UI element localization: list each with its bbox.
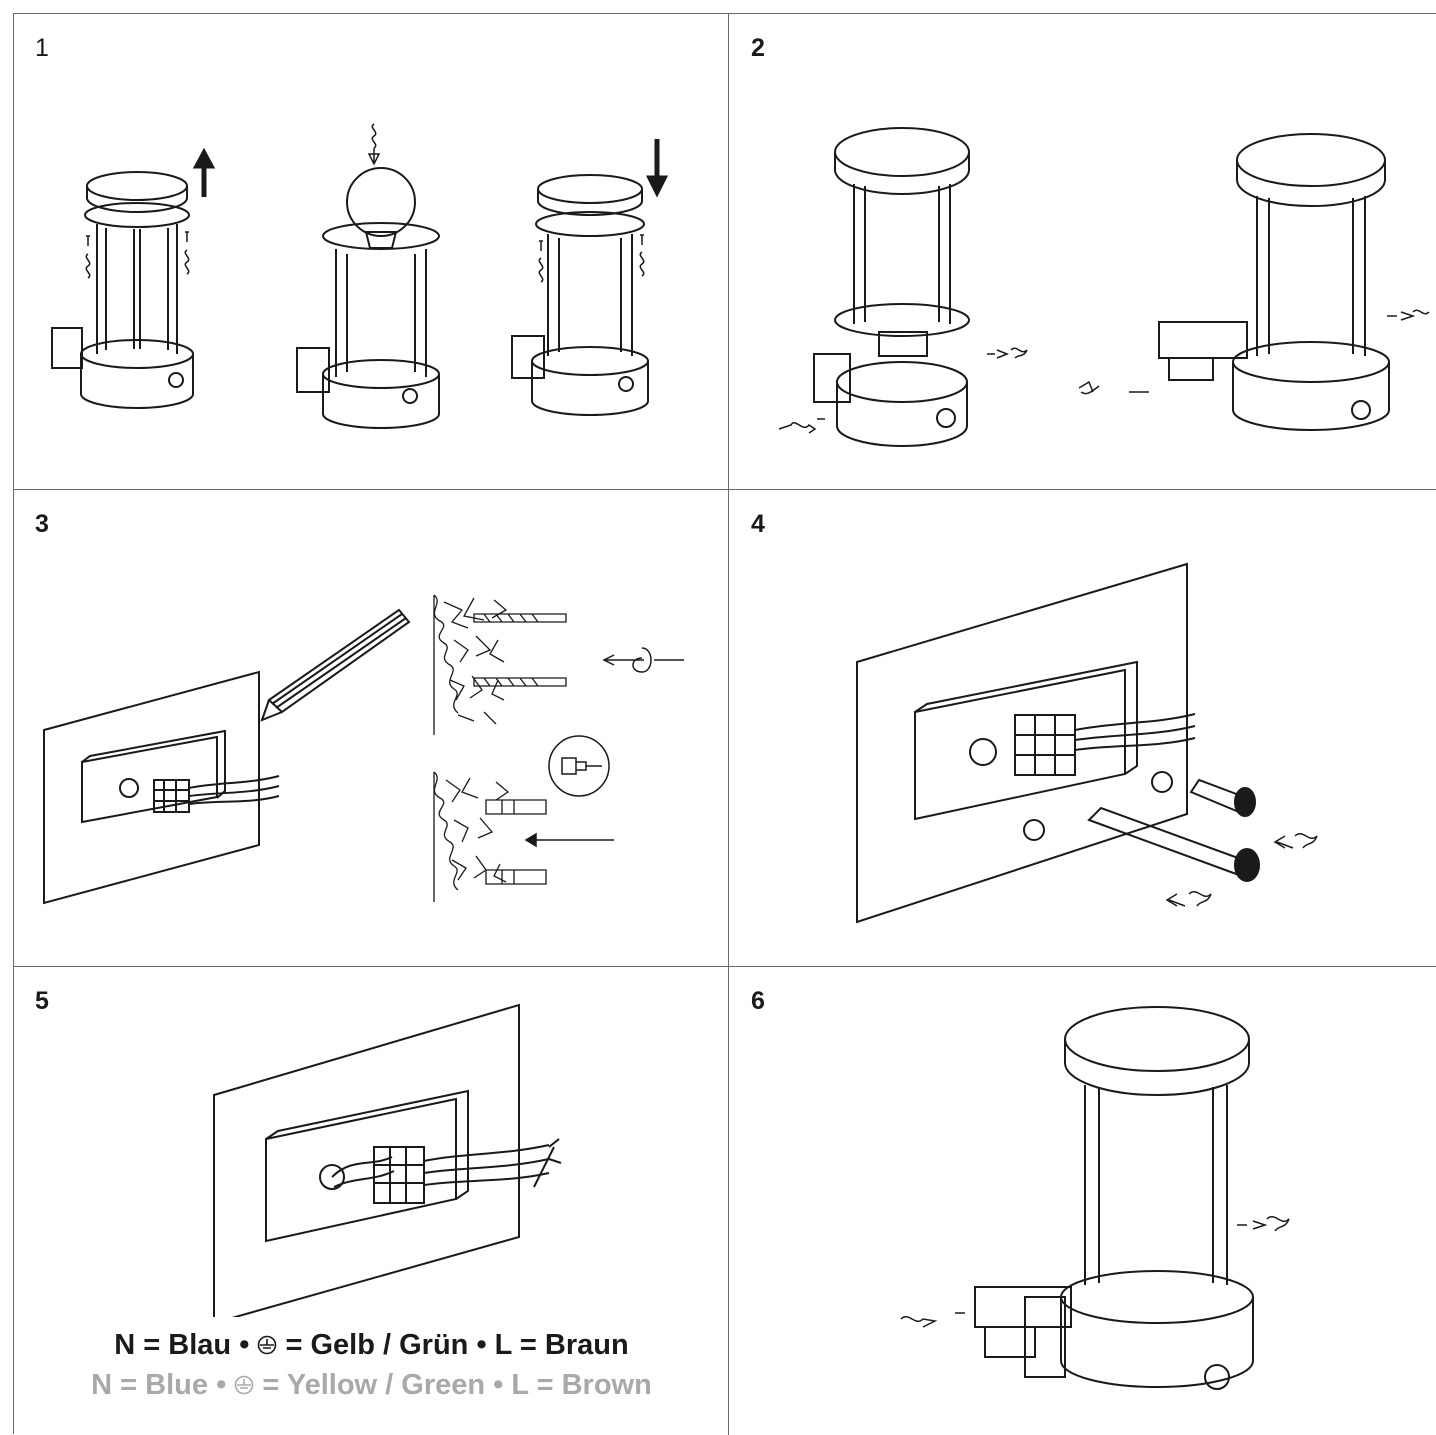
step-6-panel: 6 xyxy=(729,967,1436,1435)
separator: • xyxy=(216,1369,227,1401)
screw-rotate-icon xyxy=(539,235,644,282)
wall-plane xyxy=(214,1005,519,1317)
wall-plane xyxy=(857,564,1187,922)
wall-plane xyxy=(44,672,259,903)
step-4-illustration xyxy=(729,490,1436,967)
live-label: L = Brown xyxy=(511,1369,652,1401)
arrow-left-icon xyxy=(526,834,614,846)
dowel-wall xyxy=(434,772,546,902)
lamp-mounted xyxy=(1159,134,1389,430)
separator: • xyxy=(476,1329,487,1361)
step-number: 6 xyxy=(751,987,765,1015)
screw-rotate-icon xyxy=(901,1217,1289,1327)
dowel-icon xyxy=(549,736,609,796)
mounting-bracket xyxy=(915,662,1195,819)
wiring-legend-en: N = Blue • = Yellow / Green • L = Brown xyxy=(14,1369,728,1402)
step-number: 1 xyxy=(35,34,49,62)
lamp-unmounted xyxy=(814,128,969,446)
lamp-lid-refit xyxy=(512,175,648,415)
earth-label: = Yellow / Green xyxy=(262,1369,486,1401)
arrow-down-icon xyxy=(650,139,664,192)
separator: • xyxy=(493,1369,504,1401)
screw-rotate-icon xyxy=(1167,834,1317,906)
mounting-bracket xyxy=(82,731,279,822)
drill-rotate-icon xyxy=(604,648,684,672)
step-2-panel: 2 xyxy=(729,14,1436,490)
neutral-label: N = Blau xyxy=(114,1329,232,1361)
arrow-up-icon xyxy=(197,153,211,197)
step-number: 2 xyxy=(751,34,765,62)
separator: • xyxy=(239,1329,250,1361)
neutral-label: N = Blue xyxy=(91,1369,209,1401)
step-1-illustration xyxy=(14,14,729,490)
step-number: 3 xyxy=(35,510,49,538)
step-number: 4 xyxy=(751,510,765,538)
screw-rotate-icon xyxy=(1079,310,1429,393)
earth-ground-icon xyxy=(258,1335,277,1355)
screw-rotate-icon xyxy=(86,232,189,278)
step-5-panel: 5 N = Blau • = Gelb / Grün • L = Braun N… xyxy=(14,967,729,1435)
drill-wall xyxy=(434,595,566,735)
lamp-lid-removed xyxy=(52,172,193,408)
lamp-final xyxy=(975,1007,1253,1389)
earth-ground-icon xyxy=(234,1375,254,1395)
step-number: 5 xyxy=(35,987,49,1015)
step-5-illustration xyxy=(14,967,729,1317)
screw-rotate-icon xyxy=(779,348,1027,433)
instruction-sheet: 1 xyxy=(13,13,1436,1435)
live-label: L = Braun xyxy=(494,1329,629,1361)
step-2-illustration xyxy=(729,14,1436,490)
step-3-illustration xyxy=(14,490,729,967)
screw-icon xyxy=(1024,772,1259,881)
earth-label: = Gelb / Grün xyxy=(285,1329,469,1361)
lamp-bulb-change xyxy=(297,168,439,428)
step-1-panel: 1 xyxy=(14,14,729,490)
wiring-legend-de: N = Blau • = Gelb / Grün • L = Braun xyxy=(14,1329,728,1362)
pencil-icon xyxy=(262,610,409,720)
step-6-illustration xyxy=(729,967,1436,1435)
screw-rotate-icon xyxy=(369,124,379,164)
mounting-bracket xyxy=(266,1091,561,1241)
step-3-panel: 3 xyxy=(14,490,729,967)
step-4-panel: 4 xyxy=(729,490,1436,967)
